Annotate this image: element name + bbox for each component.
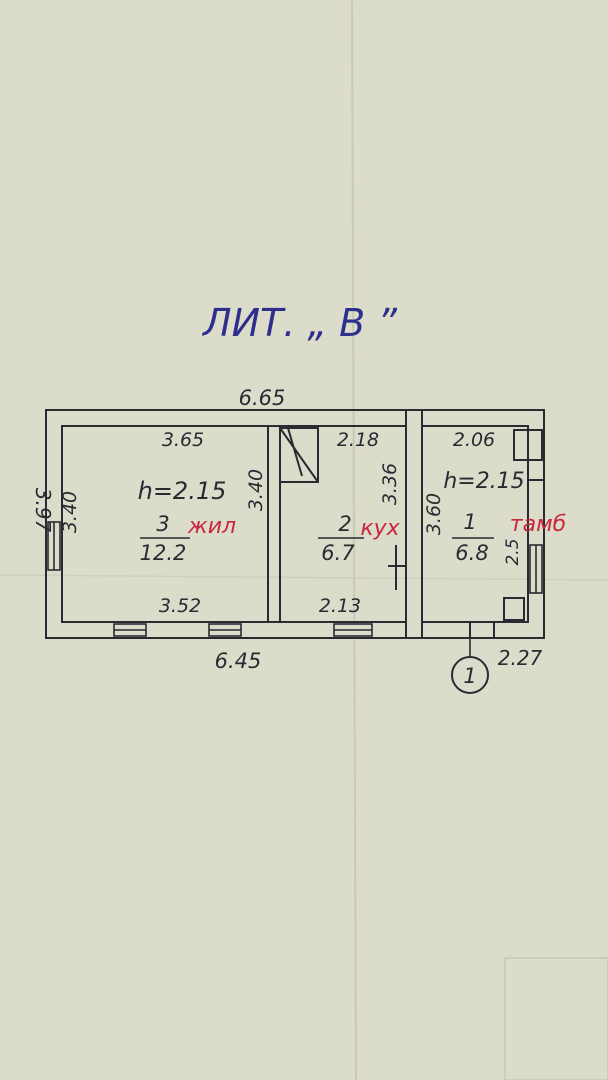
- vestibule-appliance: [513, 429, 543, 461]
- room-living-bottom-dim: 3.52: [159, 595, 201, 617]
- room-kitchen-bottom-dim: 2.13: [319, 595, 361, 617]
- room-living-right-dim: 3.40: [245, 469, 267, 511]
- dim-vestibule-outer: 2.27: [498, 646, 543, 670]
- room-kitchen-number: 2: [338, 512, 351, 536]
- entrance-marker: 1: [451, 638, 489, 694]
- outer-wall: [45, 409, 545, 639]
- paper-fold-vertical: [351, 0, 357, 1080]
- room-living-purpose: жил: [187, 514, 236, 539]
- entrance-circle: [451, 656, 489, 694]
- room-living-number: 3: [156, 512, 169, 536]
- room-living-ceiling: h=2.15: [138, 477, 227, 505]
- room-kitchen-top-dim: 2.18: [337, 429, 379, 451]
- room-vestibule: 2.06 3.60 2.5 h=2.15 1 тамб 6.8: [423, 429, 566, 566]
- room-living-area: 12.2: [140, 541, 187, 565]
- stove-line: [287, 427, 303, 477]
- room-kitchen-right-dim: 3.36: [379, 463, 401, 505]
- stove: [279, 427, 319, 483]
- paper-fold-horizontal: [0, 574, 608, 581]
- entrance-number: 1: [463, 664, 476, 688]
- dim-outer-top: 6.65: [239, 386, 286, 410]
- vestibule-fixture: [503, 597, 525, 621]
- room-vestibule-purpose: тамб: [510, 512, 566, 537]
- room-kitchen: 2.18 2.13 3.36 2 кух 6.7: [318, 429, 401, 617]
- stove-diagonal: [279, 427, 319, 483]
- room-vestibule-right-dim: 2.5: [503, 538, 523, 565]
- room-vestibule-left-dim: 3.60: [423, 493, 445, 535]
- dim-outer-left: 3.97: [31, 488, 55, 533]
- room-vestibule-top-dim: 2.06: [453, 429, 495, 451]
- room-vestibule-ceiling: h=2.15: [443, 469, 524, 494]
- windows: [47, 521, 543, 637]
- room-living-top-dim: 3.65: [162, 429, 204, 451]
- room-kitchen-area: 6.7: [321, 541, 355, 565]
- building-outline: [45, 409, 545, 639]
- room-vestibule-area: 6.8: [455, 541, 488, 565]
- room-living: 3.65 3.52 3.40 3.40 h=2.15 3 жил 12.2: [59, 429, 267, 617]
- faded-stamp: [504, 957, 608, 1080]
- room-kitchen-purpose: кух: [360, 516, 400, 541]
- room-living-left-dim: 3.40: [59, 491, 81, 533]
- room-vestibule-number: 1: [463, 510, 476, 534]
- dim-outer-bottom: 6.45: [215, 649, 262, 673]
- plan-title: ЛИТ. „ В ”: [201, 301, 397, 345]
